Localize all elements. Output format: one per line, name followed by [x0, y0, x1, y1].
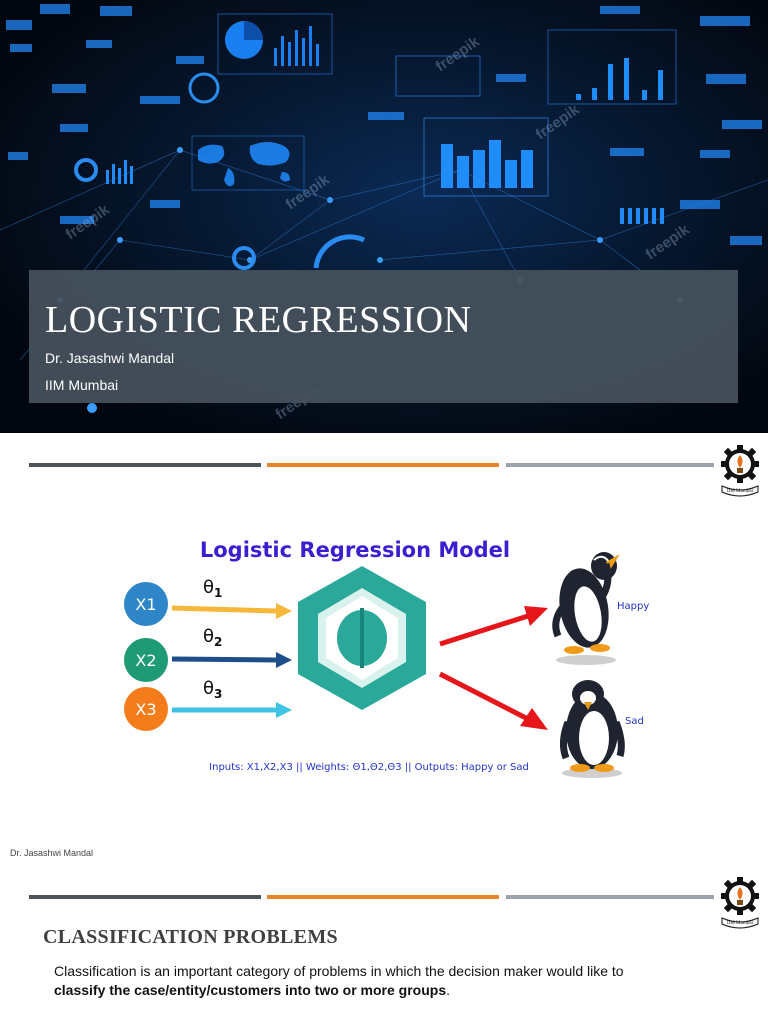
output-arrow-sad — [438, 671, 528, 721]
input-node-circle — [124, 582, 168, 626]
output-arrows — [438, 606, 548, 730]
weight-label: θ2 — [203, 626, 222, 649]
slide-separator — [0, 860, 768, 868]
header-stripe-orange — [267, 895, 499, 899]
diagram-caption: Inputs: X1,X2,X3 || Weights: Θ1,Θ2,Θ3 ||… — [209, 762, 529, 773]
watermark-text: freepik — [643, 221, 694, 264]
header-stripe-dark — [29, 463, 261, 467]
weight-labels: θ1 θ2 θ3 — [203, 577, 222, 701]
sad-penguin-icon — [559, 680, 625, 778]
arrowhead — [276, 652, 292, 668]
arrowhead — [276, 603, 292, 619]
input-node-circle — [124, 687, 168, 731]
section-body: Classification is an important category … — [54, 962, 734, 1000]
arrowhead — [276, 702, 292, 718]
weight-arrows — [171, 603, 292, 718]
watermark-text: freepik — [533, 101, 584, 144]
logo-text: IIM Mumbai — [727, 489, 754, 494]
slide-title: LOGISTIC REGRESSION — [45, 299, 472, 341]
title-slide: freepik freepik freepik freepik freepik … — [0, 0, 768, 433]
weight-arrow-2 — [171, 656, 277, 663]
footer-author: Dr. Jasashwi Mandal — [10, 848, 94, 858]
body-end: . — [446, 982, 450, 998]
body-emphasis: classify the case/entity/customers into … — [54, 982, 447, 998]
diagram-title: Logistic Regression Model — [200, 538, 510, 562]
happy-penguin-icon — [552, 552, 620, 665]
weight-label: θ1 — [203, 577, 222, 600]
header-stripe-gray — [506, 895, 714, 899]
watermark-text: freepik — [433, 33, 484, 76]
input-node-label: X1 — [135, 595, 156, 614]
header-stripe-dark — [29, 895, 261, 899]
body-text: Classification is an important category … — [54, 963, 624, 979]
output-label-sad: Sad — [625, 716, 644, 727]
arrowhead — [524, 606, 548, 626]
classification-slide: IIM Mumbai CLASSIFICATION PROBLEMS Class… — [0, 868, 768, 1024]
input-node-label: X2 — [135, 651, 156, 670]
institution-name: IIM Mumbai — [45, 377, 119, 393]
input-node-circle — [124, 638, 168, 682]
sigmoid-neuron — [298, 566, 426, 710]
header-stripe-gray — [506, 463, 714, 467]
author-name: Dr. Jasashwi Mandal — [45, 350, 175, 366]
logo-text: IIM Mumbai — [727, 921, 754, 926]
watermark-text: freepik — [283, 171, 334, 214]
weight-arrow-1 — [171, 605, 277, 614]
title-band: LOGISTIC REGRESSION Dr. Jasashwi Mandal … — [29, 270, 738, 403]
arrowhead — [520, 708, 548, 730]
slide-separator — [0, 433, 768, 436]
section-heading: CLASSIFICATION PROBLEMS — [43, 926, 338, 948]
header-stripe-orange — [267, 463, 499, 467]
iim-mumbai-logo: IIM Mumbai — [721, 445, 759, 497]
input-node-label: X3 — [135, 700, 156, 719]
output-label-happy: Happy — [617, 601, 649, 612]
output-arrow-happy — [439, 613, 529, 647]
weight-label: θ3 — [203, 678, 222, 701]
iim-mumbai-logo: IIM Mumbai — [721, 877, 759, 929]
